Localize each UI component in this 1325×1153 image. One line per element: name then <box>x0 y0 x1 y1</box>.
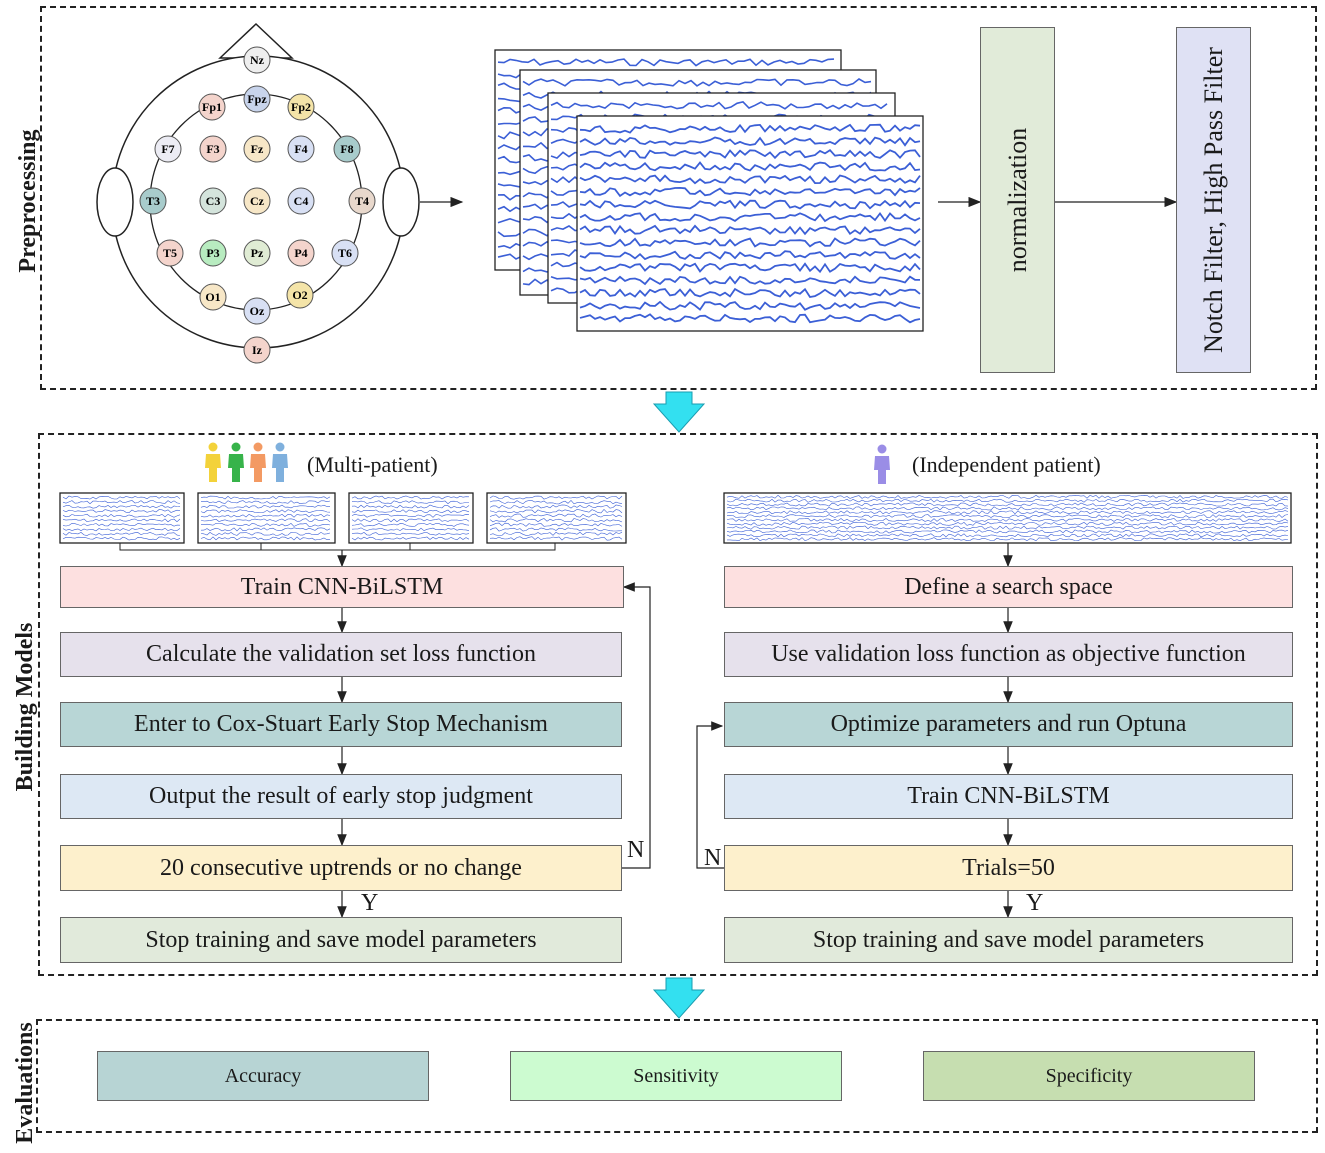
mini-signal-1 <box>59 492 185 544</box>
svg-text:O1: O1 <box>205 290 220 304</box>
svg-text:O2: O2 <box>292 288 307 302</box>
electrode-f3: F3 <box>199 135 227 163</box>
svg-text:T4: T4 <box>355 194 369 208</box>
multi-step-validation-loss: Calculate the validation set loss functi… <box>60 632 622 677</box>
svg-text:C3: C3 <box>206 194 221 208</box>
svg-text:F4: F4 <box>294 142 307 156</box>
mini-signal-2 <box>197 492 336 544</box>
electrode-oz: Oz <box>243 297 271 325</box>
electrode-p3: P3 <box>199 239 227 267</box>
svg-text:F7: F7 <box>161 142 174 156</box>
indep-step-search-space: Define a search space <box>724 566 1293 608</box>
electrode-nz: Nz <box>243 46 271 74</box>
svg-text:P4: P4 <box>294 246 307 260</box>
svg-text:T3: T3 <box>146 194 160 208</box>
eeg-panel-4 <box>576 115 924 332</box>
normalization-box: normalization <box>980 27 1055 373</box>
eeg-signal-stack <box>494 49 924 332</box>
electrode-c3: C3 <box>199 187 227 215</box>
electrode-t4: T4 <box>348 187 376 215</box>
svg-text:Fp2: Fp2 <box>291 100 311 114</box>
metric-specificity: Specificity <box>923 1051 1255 1101</box>
svg-text:P3: P3 <box>206 246 219 260</box>
svg-text:Iz: Iz <box>252 343 263 357</box>
svg-text:Nz: Nz <box>250 53 265 67</box>
evaluations-section <box>36 1019 1318 1133</box>
electrode-cz: Cz <box>243 187 271 215</box>
electrode-f4: F4 <box>287 135 315 163</box>
indep-step-trials: Trials=50 <box>724 845 1293 891</box>
svg-text:F3: F3 <box>206 142 219 156</box>
right-ear-icon <box>382 167 420 237</box>
mini-signal-4 <box>486 492 627 544</box>
filter-box: Notch Filter, High Pass Filter <box>1176 27 1251 373</box>
indep-no-label: N <box>704 845 722 871</box>
indep-step-train: Train CNN-BiLSTM <box>724 774 1293 819</box>
svg-text:Oz: Oz <box>250 304 265 318</box>
electrode-iz: Iz <box>243 336 271 364</box>
indep-step-objective: Use validation loss function as objectiv… <box>724 632 1293 677</box>
electrode-f7: F7 <box>154 135 182 163</box>
multi-step-stop: Stop training and save model parameters <box>60 917 622 963</box>
svg-text:T5: T5 <box>163 246 177 260</box>
svg-text:Fp1: Fp1 <box>202 100 222 114</box>
electrode-fpz: Fpz <box>243 85 271 113</box>
electrode-t6: T6 <box>331 239 359 267</box>
svg-text:Fz: Fz <box>251 142 264 156</box>
svg-text:F8: F8 <box>340 142 353 156</box>
electrode-c4: C4 <box>287 187 315 215</box>
electrode-f8: F8 <box>333 135 361 163</box>
multi-step-condition: 20 consecutive uptrends or no change <box>60 845 622 891</box>
metric-sensitivity: Sensitivity <box>510 1051 842 1101</box>
multi-no-label: N <box>627 837 645 863</box>
person-blue-icon <box>272 442 288 482</box>
svg-text:T6: T6 <box>338 246 352 260</box>
metric-accuracy: Accuracy <box>97 1051 429 1101</box>
person-yellow-icon <box>205 442 221 482</box>
preprocessing-section <box>40 6 1317 390</box>
electrode-fz: Fz <box>243 135 271 163</box>
multi-step-cox-stuart: Enter to Cox-Stuart Early Stop Mechanism <box>60 702 622 747</box>
multi-patient-title: (Multi-patient) <box>307 452 438 477</box>
svg-text:Fpz: Fpz <box>247 92 267 106</box>
indep-step-stop: Stop training and save model parameters <box>724 917 1293 963</box>
svg-text:Pz: Pz <box>251 246 264 260</box>
svg-text:Cz: Cz <box>250 194 265 208</box>
electrode-fp1: Fp1 <box>198 93 226 121</box>
left-ear-icon <box>96 167 134 237</box>
electrode-o2: O2 <box>286 281 314 309</box>
person-orange-icon <box>250 442 266 482</box>
indep-yes-label: Y <box>1026 890 1044 916</box>
electrode-pz: Pz <box>243 239 271 267</box>
electrode-t5: T5 <box>156 239 184 267</box>
electrode-o1: O1 <box>199 283 227 311</box>
electrode-t3: T3 <box>139 187 167 215</box>
mini-signal-3 <box>348 492 474 544</box>
person-purple-icon <box>874 444 890 484</box>
mini-signal-independent <box>723 492 1292 544</box>
person-green-icon <box>228 442 244 482</box>
independent-patient-title: (Independent patient) <box>912 452 1101 477</box>
electrode-p4: P4 <box>287 239 315 267</box>
svg-text:C4: C4 <box>294 194 309 208</box>
multi-yes-label: Y <box>361 890 379 916</box>
multi-step-output: Output the result of early stop judgment <box>60 774 622 819</box>
indep-step-optuna: Optimize parameters and run Optuna <box>724 702 1293 747</box>
multi-step-train: Train CNN-BiLSTM <box>60 566 624 608</box>
electrode-fp2: Fp2 <box>287 93 315 121</box>
building-models-section <box>38 433 1318 976</box>
